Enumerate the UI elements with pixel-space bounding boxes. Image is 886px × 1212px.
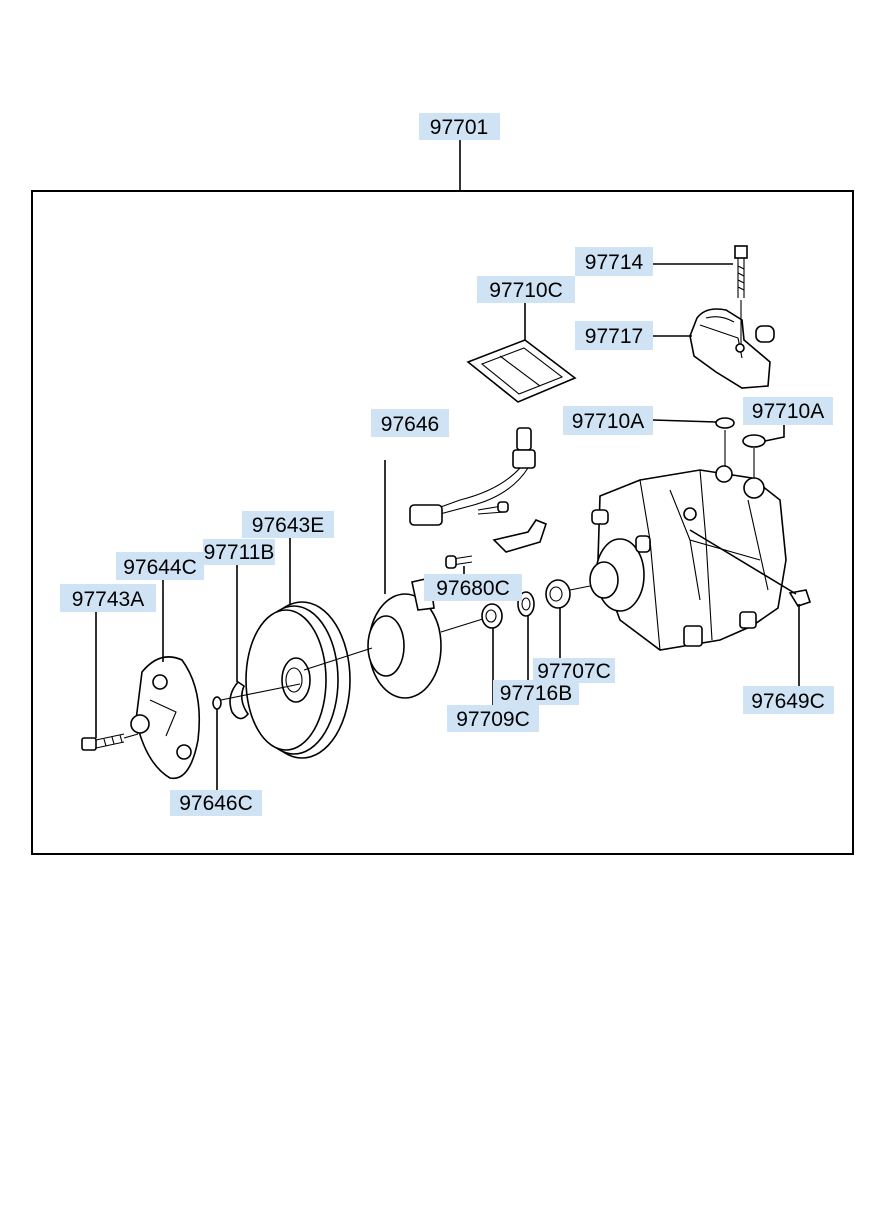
compressor-body-drawing	[589, 430, 787, 651]
oring-right-leader	[764, 425, 785, 442]
label-seal: 97707C	[533, 658, 615, 683]
label-snap-ring: 97711B	[203, 539, 275, 565]
bolt-97714-drawing	[734, 245, 748, 298]
label-gasket: 97710C	[477, 276, 575, 303]
svg-text:97714: 97714	[585, 251, 644, 274]
label-plug: 97649C	[743, 686, 834, 714]
svg-text:97710A: 97710A	[572, 410, 644, 433]
pulley-97643E-drawing	[245, 601, 373, 759]
label-clutch-hub: 97644C	[116, 552, 204, 580]
label-bushing: 97709C	[447, 705, 539, 732]
label-pulley: 97643E	[242, 511, 334, 538]
plug-97649C-drawing	[689, 529, 812, 607]
svg-text:97711B: 97711B	[204, 541, 275, 564]
svg-text:97649C: 97649C	[751, 690, 825, 713]
svg-text:97680C: 97680C	[436, 577, 510, 600]
svg-text:97743A: 97743A	[72, 588, 144, 611]
assembly-frame	[31, 190, 854, 855]
label-oring-left: 97710A	[563, 406, 653, 435]
washer-97716B-drawing	[517, 591, 535, 617]
label-manifold: 97717	[575, 321, 653, 350]
label-assembly: 97701	[419, 113, 500, 140]
label-shim: 97646C	[170, 790, 262, 816]
label-bracket-screw: 97680C	[424, 574, 522, 601]
seal-97707C-drawing	[545, 579, 591, 609]
label-washer: 97716B	[493, 680, 579, 705]
oring-left-leader	[652, 419, 717, 423]
bushing-97709C-drawing	[481, 603, 503, 629]
svg-text:97710C: 97710C	[489, 279, 563, 302]
svg-text:97643E: 97643E	[252, 514, 324, 537]
label-hub-bolt: 97743A	[60, 584, 156, 612]
snap-ring-97711B-drawing	[229, 680, 250, 720]
svg-text:97646: 97646	[381, 413, 439, 436]
wire-harness-97646-drawing	[409, 427, 536, 526]
manifold-97717-drawing	[689, 300, 775, 389]
label-oring-right: 97710A	[743, 397, 833, 425]
svg-text:97701: 97701	[430, 116, 488, 139]
svg-text:97707C: 97707C	[537, 660, 611, 683]
svg-text:97717: 97717	[585, 325, 643, 348]
clutch-hub-97644C-drawing	[130, 656, 201, 780]
svg-text:97646C: 97646C	[179, 792, 253, 815]
svg-text:97716B: 97716B	[500, 682, 572, 705]
bracket-97680C-drawing	[445, 519, 547, 578]
svg-text:97709C: 97709C	[456, 708, 530, 731]
label-wire-harness: 97646	[371, 409, 449, 437]
svg-text:97644C: 97644C	[123, 556, 197, 579]
hub-bolt-97743A-drawing	[81, 733, 139, 751]
field-coil-drawing	[367, 577, 487, 699]
svg-text:97710A: 97710A	[752, 400, 824, 423]
gasket-97710C-drawing	[466, 303, 577, 403]
label-bolt: 97714	[575, 247, 653, 276]
